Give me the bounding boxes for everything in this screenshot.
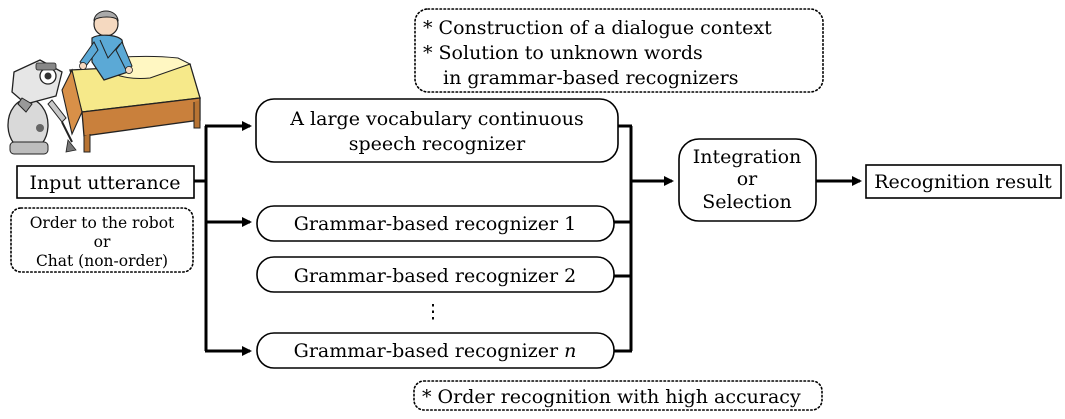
grammar-recognizer-2-label: Grammar-based recognizer 2 xyxy=(294,265,577,287)
lvcsr-recognizer-box: A large vocabulary continuous speech rec… xyxy=(255,98,619,163)
lvcsr-benefit-dialogue-context: * Construction of a dialogue context xyxy=(423,17,772,39)
recognition-result-label: Recognition result xyxy=(874,171,1052,193)
input-utterance-box: Input utterance xyxy=(16,165,195,199)
integration-label: Integration xyxy=(693,146,802,168)
grammar-recognizer-n-index: n xyxy=(564,340,576,362)
grammar-recognizer-n-label: Grammar-based recognizer n xyxy=(294,340,577,362)
recognition-result-box: Recognition result xyxy=(865,164,1062,199)
grammar-recognizer-2-box: Grammar-based recognizer 2 xyxy=(256,256,615,293)
input-utterance-label: Input utterance xyxy=(29,172,180,194)
caregiver-person-icon xyxy=(79,10,133,81)
input-note-order: Order to the robot xyxy=(30,214,175,232)
robot-icon xyxy=(7,59,77,155)
integration-or-label: or xyxy=(737,168,758,190)
lvcsr-label-line2: speech recognizer xyxy=(349,133,526,155)
connector-lines xyxy=(194,121,862,356)
selection-label: Selection xyxy=(702,191,792,213)
input-note-or: or xyxy=(94,233,111,251)
more-recognizers-ellipsis: ⋮ xyxy=(424,301,443,323)
lvcsr-benefits-note: * Construction of a dialogue context * S… xyxy=(414,8,824,93)
integration-selection-box: Integration or Selection xyxy=(678,138,817,222)
grammar-benefit-accuracy: * Order recognition with high accuracy xyxy=(422,386,801,408)
lvcsr-label-line1: A large vocabulary continuous xyxy=(289,108,583,130)
input-type-note: Order to the robot or Chat (non-order) xyxy=(10,207,194,273)
grammar-benefit-note: * Order recognition with high accuracy xyxy=(413,380,823,411)
grammar-recognizer-1-box: Grammar-based recognizer 1 xyxy=(256,205,615,242)
input-note-chat: Chat (non-order) xyxy=(36,252,168,270)
grammar-recognizer-1-label: Grammar-based recognizer 1 xyxy=(294,213,577,235)
grammar-recognizer-n-box: Grammar-based recognizer n xyxy=(256,332,615,369)
lvcsr-benefit-unknown-words: * Solution to unknown words xyxy=(423,42,703,64)
lvcsr-benefit-grammar-recognizers: in grammar-based recognizers xyxy=(443,67,738,89)
grammar-recognizer-n-prefix: Grammar-based recognizer xyxy=(294,340,564,362)
robot-and-caregiver-illustration xyxy=(7,10,201,155)
